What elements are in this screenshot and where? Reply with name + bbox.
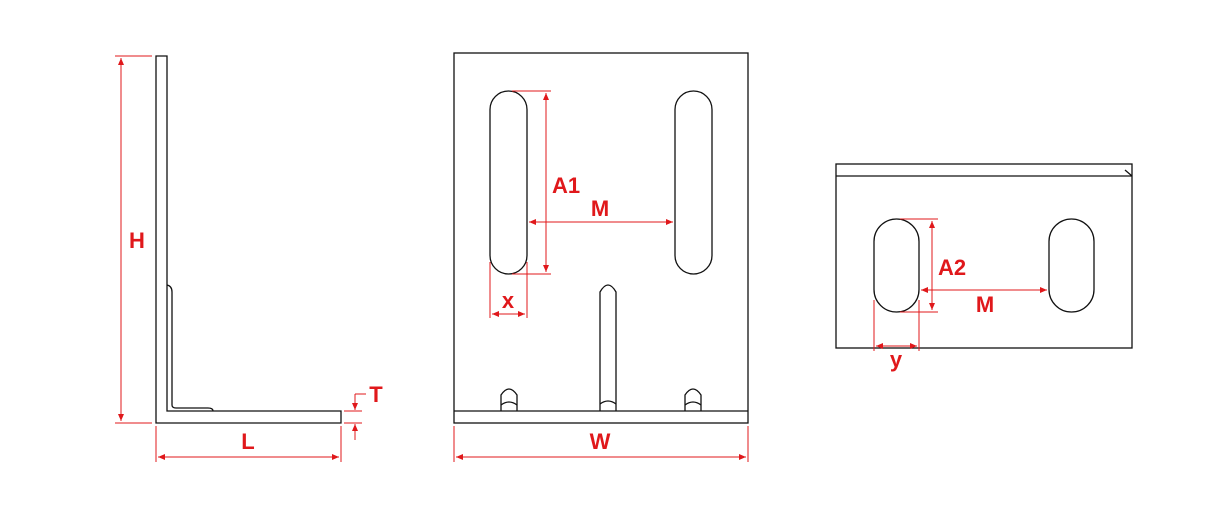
l-profile-outline bbox=[155, 55, 342, 424]
base-plate-edge-tick bbox=[1124, 169, 1133, 177]
stiffener-right-foot bbox=[684, 401, 702, 406]
height-label: H bbox=[129, 228, 145, 253]
dimension-m-base: M bbox=[921, 287, 1047, 317]
stiffener-left-foot bbox=[500, 401, 518, 406]
thickness-label: T bbox=[369, 382, 383, 407]
a2-label: A2 bbox=[938, 255, 966, 280]
dimension-length: L bbox=[155, 426, 342, 462]
m-base-label: M bbox=[976, 292, 994, 317]
y-label: y bbox=[890, 347, 903, 372]
front-plate-outline bbox=[453, 52, 749, 424]
width-label: W bbox=[590, 429, 611, 454]
dimension-height: H bbox=[115, 55, 152, 424]
base-view: A2 M y bbox=[835, 163, 1133, 372]
dimension-width: W bbox=[453, 426, 749, 462]
dimension-y: y bbox=[873, 300, 920, 372]
horizontal-slot-left bbox=[873, 218, 920, 313]
vertical-slot-right bbox=[674, 90, 713, 275]
x-label: x bbox=[502, 288, 515, 313]
a1-label: A1 bbox=[552, 173, 580, 198]
vertical-slot-left bbox=[489, 90, 528, 275]
horizontal-slot-right bbox=[1048, 218, 1095, 313]
side-view: H L T bbox=[115, 55, 383, 462]
center-rib bbox=[599, 284, 617, 411]
stiffener-left bbox=[500, 388, 518, 411]
dimension-x: x bbox=[489, 262, 528, 318]
dimension-a2: A2 bbox=[900, 218, 966, 313]
dimension-a1: A1 bbox=[512, 90, 580, 275]
stiffener-right bbox=[684, 388, 702, 411]
dimension-thickness: T bbox=[344, 382, 383, 440]
l-profile-weld-bead bbox=[166, 284, 214, 412]
dimension-m-front: M bbox=[529, 196, 673, 225]
m-front-label: M bbox=[591, 196, 609, 221]
center-rib-foot bbox=[599, 400, 617, 405]
length-label: L bbox=[241, 429, 254, 454]
base-plate-outline bbox=[835, 163, 1133, 349]
front-view: A1 M x W bbox=[453, 52, 749, 462]
